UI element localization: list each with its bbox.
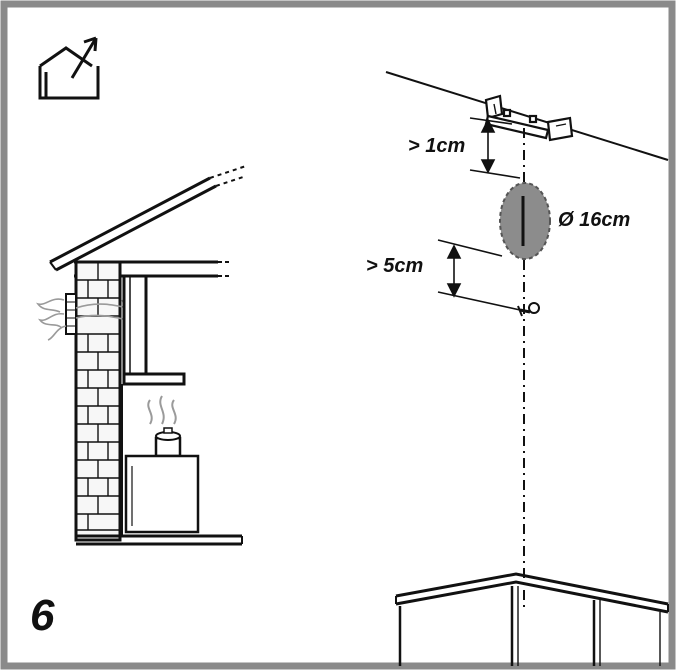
step-number: 6: [30, 591, 55, 640]
wall-vent-grille: [65, 293, 77, 335]
clearance-top-label: > 1cm: [408, 135, 465, 157]
cooker-cabinet: [124, 454, 200, 534]
steam-icon: [147, 395, 177, 425]
ceiling-line: [385, 71, 669, 161]
cooker-hood: [122, 274, 186, 386]
house-arrow-icon: [38, 36, 100, 100]
clearance-top-dimension: [469, 117, 521, 179]
hood-canopy-top: [395, 572, 669, 666]
mounting-bracket: [484, 94, 574, 142]
hole-diameter-label: Ø 16cm: [558, 209, 630, 231]
screw-hook-icon: [517, 302, 540, 317]
clearance-bottom-dimension: [437, 239, 521, 311]
cooking-pot-icon: [154, 427, 182, 458]
roof-section: [49, 165, 247, 278]
ceiling-hole-marking: [499, 182, 551, 260]
exhaust-fumes-icon: [36, 298, 67, 341]
floor: [76, 534, 243, 546]
brick-wall: [74, 260, 122, 542]
clearance-bottom-label: > 5cm: [366, 255, 423, 277]
